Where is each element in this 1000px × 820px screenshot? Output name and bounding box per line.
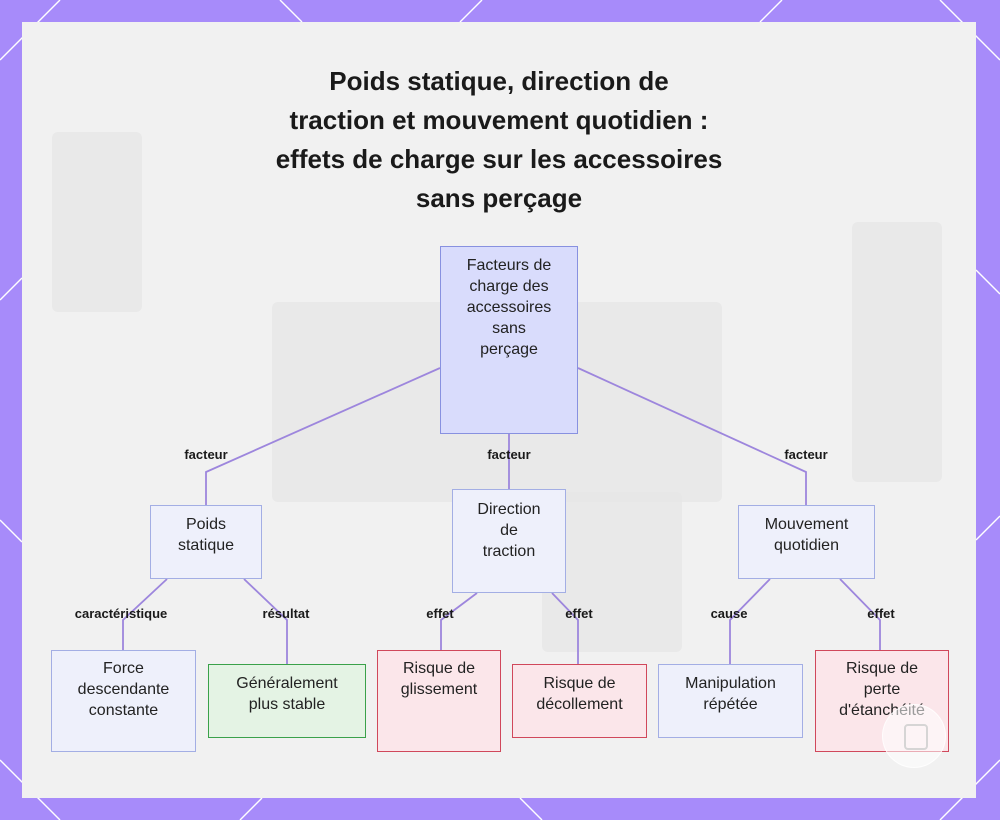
edge-direction-decollement [552,593,578,664]
edge-label: facteur [184,447,227,463]
node-line: perçage [467,339,551,360]
node-line: Facteurs de [467,255,551,276]
edge-label: effet [867,606,894,622]
edge-label: résultat [263,606,310,622]
node-line: de [477,520,540,541]
node-line: descendante [78,679,170,700]
node-line: Direction [477,499,540,520]
edge-root-poids [206,368,440,505]
node-plus-stable: Généralement plus stable [208,664,366,738]
node-risque-glissement: Risque de glissement [377,650,501,752]
node-line: Mouvement [765,514,849,535]
node-line: Risque de [839,658,925,679]
node-direction-traction: Direction de traction [452,489,566,593]
node-line: Manipulation [685,673,776,694]
node-line: décollement [536,694,622,715]
edge-root-mouvement [578,368,806,505]
node-line: Risque de [536,673,622,694]
node-risque-decollement: Risque de décollement [512,664,647,738]
node-line: perte [839,679,925,700]
node-line: Généralement [236,673,337,694]
node-line: plus stable [236,694,337,715]
node-poids-statique: Poids statique [150,505,262,579]
node-line: traction [477,541,540,562]
node-manipulation-repetee: Manipulation répétée [658,664,803,738]
node-line: accessoires [467,297,551,318]
node-line: statique [178,535,234,556]
edge-label: caractéristique [75,606,168,622]
edge-label: effet [565,606,592,622]
node-line: Poids [178,514,234,535]
node-line: Risque de [401,658,477,679]
node-force-descendante: Force descendante constante [51,650,196,752]
node-line: Force [78,658,170,679]
edge-label: cause [711,606,748,622]
node-line: quotidien [765,535,849,556]
diagram-card: Poids statique, direction de traction et… [22,22,976,798]
node-mouvement-quotidien: Mouvement quotidien [738,505,875,579]
edge-label: facteur [784,447,827,463]
node-line: charge des [467,276,551,297]
edge-label: effet [426,606,453,622]
node-root: Facteurs de charge des accessoires sans … [440,246,578,434]
node-line: constante [78,700,170,721]
watermark-logo-icon [882,704,946,768]
node-line: répétée [685,694,776,715]
node-line: sans [467,318,551,339]
node-line: glissement [401,679,477,700]
edge-label: facteur [487,447,530,463]
